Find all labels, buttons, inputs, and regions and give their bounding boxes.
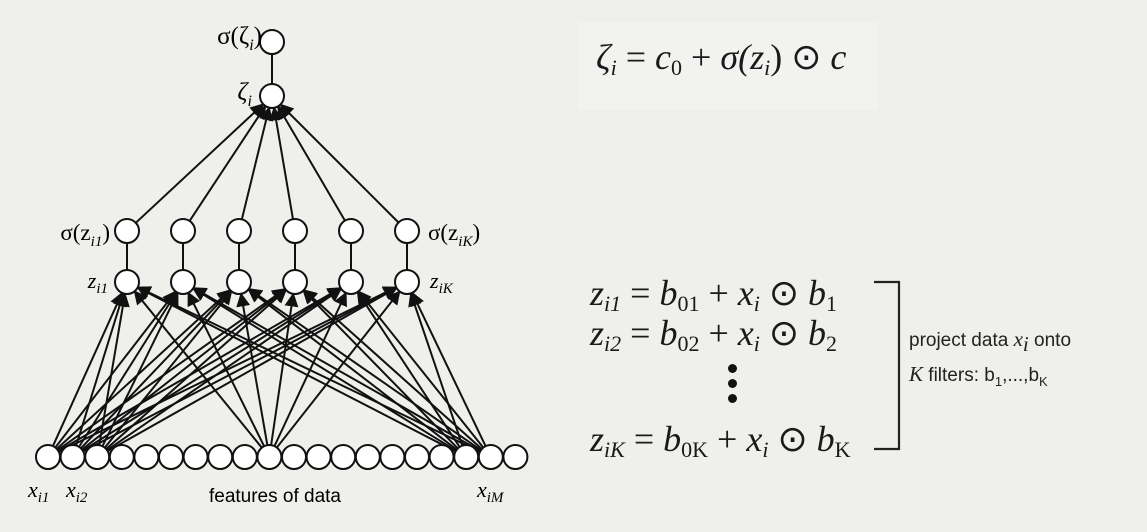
input-node-9 [231, 444, 258, 470]
hidden-to-output-edge-5 [277, 105, 346, 222]
input-19-to-hidden-2 [192, 287, 481, 452]
hidden-activation-node-3 [226, 218, 252, 244]
hidden-to-output-edge-4 [269, 106, 294, 220]
input-node-1 [35, 444, 61, 470]
hidden-node-1 [114, 269, 140, 295]
input-2-to-hidden-2 [78, 290, 178, 448]
hidden-to-output-edge-6 [279, 103, 400, 224]
input-18-to-hidden-5 [356, 290, 461, 448]
input-node-15 [379, 444, 406, 470]
input-caption: features of data [209, 486, 341, 507]
input-node-7 [182, 444, 209, 470]
input-node-14 [354, 444, 381, 470]
hidden-node-3 [226, 269, 252, 295]
input-node-13 [330, 444, 357, 470]
input-node-20 [502, 444, 529, 470]
input-first-label: xi1 [27, 477, 49, 506]
input-3-to-hidden-5 [106, 287, 343, 452]
equation-zK: ziK = b0K + xi ⊙ bK [590, 419, 851, 462]
equation-bracket [874, 280, 901, 451]
hidden-to-output-edge-3 [240, 106, 273, 220]
input-3-to-hidden-2 [101, 291, 179, 447]
input-18-to-hidden-6 [408, 292, 464, 446]
input-last-label: xiM [476, 477, 505, 506]
caption-line-1: project data xi onto [909, 327, 1072, 356]
output-activation-label: σ(ζi) [217, 23, 262, 54]
input-node-12 [305, 444, 332, 470]
input-10-to-hidden-4 [270, 292, 299, 446]
input-node-2 [59, 444, 86, 470]
input-node-10 [256, 444, 283, 470]
input-node-3 [84, 444, 111, 470]
hidden-first-label: zi1 [87, 268, 108, 297]
hidden-to-output-edge-2 [188, 104, 267, 222]
hidden-activation-node-6 [394, 218, 420, 244]
network-nodes [35, 29, 529, 470]
input-18-to-hidden-4 [302, 289, 459, 450]
hidden-activation-last-label: σ(ziK) [428, 220, 480, 250]
caption-line-2: K filters: b1,...,bK [909, 362, 1048, 389]
output-equation-panel [578, 22, 878, 110]
input-18-to-hidden-1 [136, 286, 456, 453]
input-3-to-hidden-1 [98, 292, 130, 446]
input-19-to-hidden-6 [411, 291, 487, 447]
network-edges [52, 54, 487, 453]
output-equation: ζi = c0 + σ(zi) ⊙ c [596, 37, 847, 80]
equation-z2: zi2 = b02 + xi ⊙ b2 [590, 313, 838, 356]
hidden-node-5 [338, 269, 364, 295]
input-3-to-hidden-4 [105, 289, 288, 450]
hidden-activation-node-1 [114, 218, 140, 244]
hidden-last-label: ziK [429, 268, 454, 297]
input-node-6 [158, 444, 184, 470]
hidden-node-2 [170, 269, 196, 295]
vertical-ellipsis [724, 364, 740, 409]
input-1-to-hidden-1 [52, 291, 124, 447]
input-node-17 [428, 444, 455, 470]
input-node-11 [281, 444, 307, 470]
hidden-node-6 [394, 269, 420, 295]
hidden-activation-first-label: σ(zi1) [60, 220, 110, 250]
input-second-label: xi2 [65, 477, 88, 506]
output-node [259, 83, 285, 109]
hidden-activation-node-2 [170, 218, 196, 244]
output-node-label: ζi [237, 79, 252, 110]
hidden-node-4 [282, 269, 308, 295]
input-1-to-hidden-3 [56, 289, 232, 450]
input-2-to-hidden-4 [81, 288, 287, 451]
input-10-to-hidden-1 [133, 290, 263, 449]
input-19-to-hidden-4 [302, 289, 483, 450]
input-node-4 [108, 444, 135, 470]
input-node-19 [477, 444, 504, 470]
hidden-activation-node-5 [338, 218, 364, 244]
input-18-to-hidden-2 [192, 287, 457, 452]
input-3-to-hidden-3 [103, 290, 233, 449]
input-2-to-hidden-3 [80, 289, 232, 449]
hidden-to-output-edge-1 [135, 103, 265, 224]
input-19-to-hidden-5 [357, 290, 485, 449]
input-node-16 [404, 444, 430, 470]
input-1-to-hidden-4 [57, 288, 287, 451]
output-activation-node [259, 29, 285, 55]
input-node-8 [207, 444, 234, 470]
input-2-to-hidden-1 [75, 292, 127, 446]
input-2-to-hidden-5 [82, 287, 343, 452]
input-19-to-hidden-3 [247, 288, 482, 451]
input-19-to-hidden-1 [136, 286, 481, 453]
hidden-activation-node-4 [282, 218, 308, 244]
input-node-18 [453, 444, 480, 470]
input-10-to-hidden-3 [236, 292, 269, 446]
equation-z1: zi1 = b01 + xi ⊙ b1 [590, 273, 838, 316]
input-node-5 [133, 444, 160, 470]
input-3-to-hidden-6 [107, 287, 398, 452]
